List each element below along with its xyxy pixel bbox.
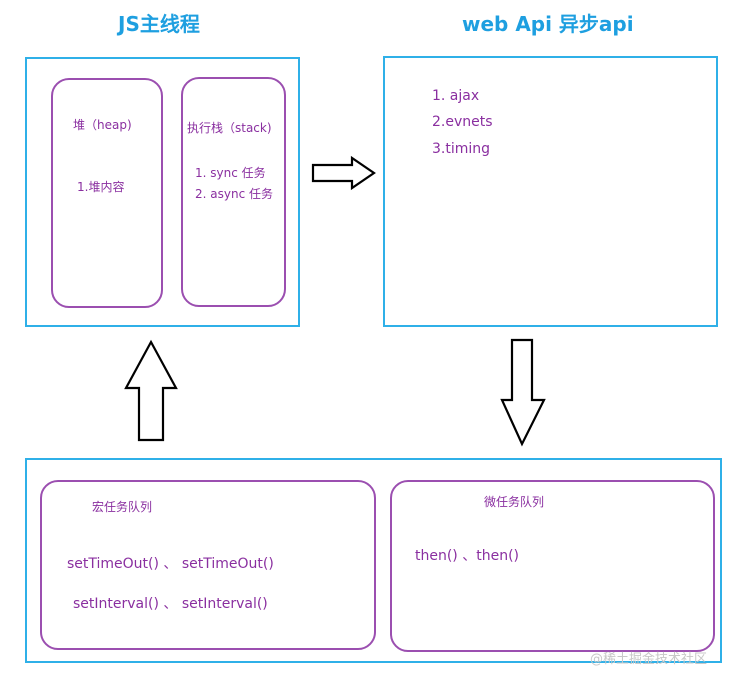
stack-box [181,77,286,307]
arrow-down-icon [500,338,546,447]
heap-title: 堆（heap) [73,118,132,132]
web-api-item-events: 2.evnets [432,114,493,130]
main-thread-title: JS主线程 [118,12,200,36]
micro-queue-line-then: then() 、then() [415,548,519,564]
watermark: @稀土掘金技术社区 [590,652,708,667]
arrow-right-icon [311,155,376,191]
macro-queue-title: 宏任务队列 [92,500,153,514]
macro-queue-line-settimeout: setTimeOut() 、 setTimeOut() [67,556,274,572]
stack-title: 执行栈（stack) [187,121,272,135]
heap-box [51,78,163,308]
web-api-title: web Api 异步api [462,12,634,36]
web-api-item-timing: 3.timing [432,141,491,157]
stack-item-sync: 1. sync 任务 [195,166,266,180]
macro-queue-line-setinterval: setInterval() 、 setInterval() [73,596,268,612]
web-api-item-ajax: 1. ajax [432,88,480,104]
arrow-up-icon [124,339,178,442]
micro-queue-title: 微任务队列 [484,495,545,509]
web-api-box [383,56,718,327]
micro-task-queue-box [390,480,715,652]
stack-item-async: 2. async 任务 [195,187,273,201]
macro-task-queue-box [40,480,376,650]
heap-item: 1.堆内容 [77,180,125,194]
